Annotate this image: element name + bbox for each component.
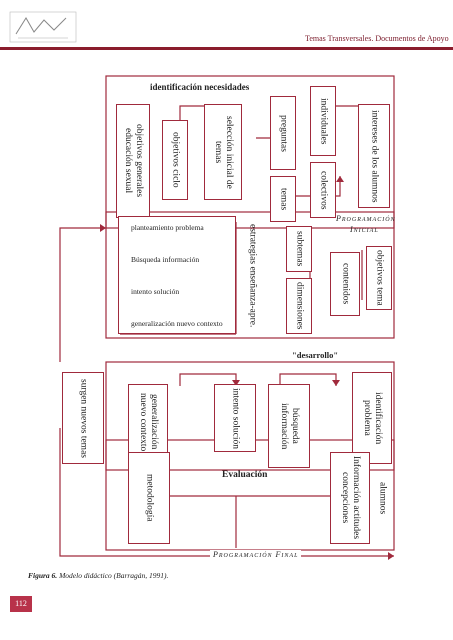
section2-frame xyxy=(105,211,395,339)
metodologia-box: metodología xyxy=(128,452,170,544)
colectivos-box: colectivos xyxy=(310,162,336,218)
temas-box: temas xyxy=(270,176,296,222)
header-rule xyxy=(0,47,453,50)
objetivos-generales-box: objetivos generales educación sexual xyxy=(116,104,150,218)
desarrollo-title: "desarrollo" xyxy=(292,350,339,360)
intento-solucion-box: intento solución xyxy=(214,384,256,452)
evaluacion-label: Evaluación xyxy=(222,470,268,480)
objetivos-ciclo-box: objetivos ciclo xyxy=(162,120,188,200)
figure-number: Figura 6. xyxy=(28,571,58,580)
preguntas-box: preguntas xyxy=(270,96,296,170)
intereses-alumnos-box: intereses de los alumnos xyxy=(358,104,390,208)
contenidos-box: contenidos xyxy=(330,252,360,316)
figure-caption: Figura 6. Modelo didáctico (Barragán, 19… xyxy=(28,571,168,580)
section1-title: identificación necesidades xyxy=(150,82,250,92)
row-generalizacion: generalización nuevo contexto xyxy=(131,319,223,328)
publisher-logo xyxy=(8,8,78,46)
estrategias-label: estrategias enseñanza-apre. xyxy=(247,224,258,328)
logo-graphic xyxy=(9,11,77,43)
seleccion-temas-box: selección inicial de temas xyxy=(204,104,242,200)
objetivos-tema-box: objetivos tema xyxy=(366,246,392,310)
identificacion-problema-box: identificación problema xyxy=(352,372,392,464)
surgen-nuevos-temas-box: surgen nuevos temas xyxy=(62,372,104,464)
programacion-final-label: Programación Final xyxy=(210,550,302,559)
row-planteamiento: planteamiento problema xyxy=(131,223,204,232)
process-rows-box: planteamiento problema Búsqueda informac… xyxy=(118,216,236,334)
alumnos-label: alumnos xyxy=(377,481,388,515)
row-busqueda: Búsqueda información xyxy=(131,255,200,264)
individuales-box: individuales xyxy=(310,86,336,156)
informacion-actitudes-box: Información actitudes concepciones xyxy=(330,452,370,544)
running-title: Temas Transversales. Documentos de Apoyo xyxy=(305,34,449,43)
page-number: 112 xyxy=(10,596,32,612)
generalizacion-box: generalización nuevo contexto xyxy=(128,384,168,460)
subtemas-box: subtemas xyxy=(286,226,312,272)
row-intento: intento solución xyxy=(131,287,180,296)
programacion-inicial-line2: Inicial xyxy=(350,225,379,234)
section3-frame xyxy=(105,361,395,471)
section1-frame xyxy=(105,75,395,229)
figure-caption-text: Modelo didáctico (Barragán, 1991). xyxy=(59,571,169,580)
busqueda-informacion-box: búsqueda información xyxy=(268,384,310,468)
programacion-inicial-line1: Programación xyxy=(336,214,396,223)
dimensiones-box: dimensiones xyxy=(286,278,312,334)
